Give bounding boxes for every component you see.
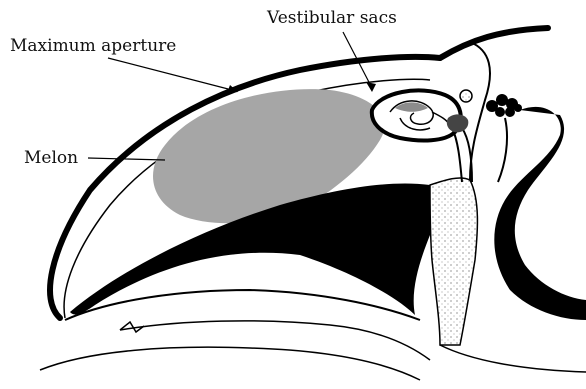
lower-jaw-line-1: [65, 290, 420, 320]
lower-jaw-line-2: [120, 321, 430, 360]
nasal-plug-dark: [447, 114, 468, 132]
leader-melon: [88, 158, 165, 160]
upper-head-outline: [440, 28, 548, 58]
blowhole-knob: [460, 90, 472, 102]
leader-maximum-aperture: [108, 58, 232, 90]
nasal-plug-tissue: [430, 178, 477, 345]
leader-vestibular-arrowhead: [366, 82, 376, 92]
accessory-sac-stalk: [498, 118, 507, 182]
nasal-tube-left: [452, 128, 462, 182]
vestibular-sac-outline: [372, 90, 461, 140]
right-black-band: [494, 107, 586, 320]
blowhole-contour: [470, 42, 490, 180]
vestibular-sacs-label: Vestibular sacs: [267, 10, 397, 27]
lower-jaw-line-3: [40, 347, 420, 380]
lower-jaw-line-4: [440, 345, 586, 372]
accessory-sac-cluster: [486, 94, 522, 117]
maximum-aperture-label: Maximum aperture: [10, 38, 176, 55]
melon-label: Melon: [24, 150, 78, 167]
